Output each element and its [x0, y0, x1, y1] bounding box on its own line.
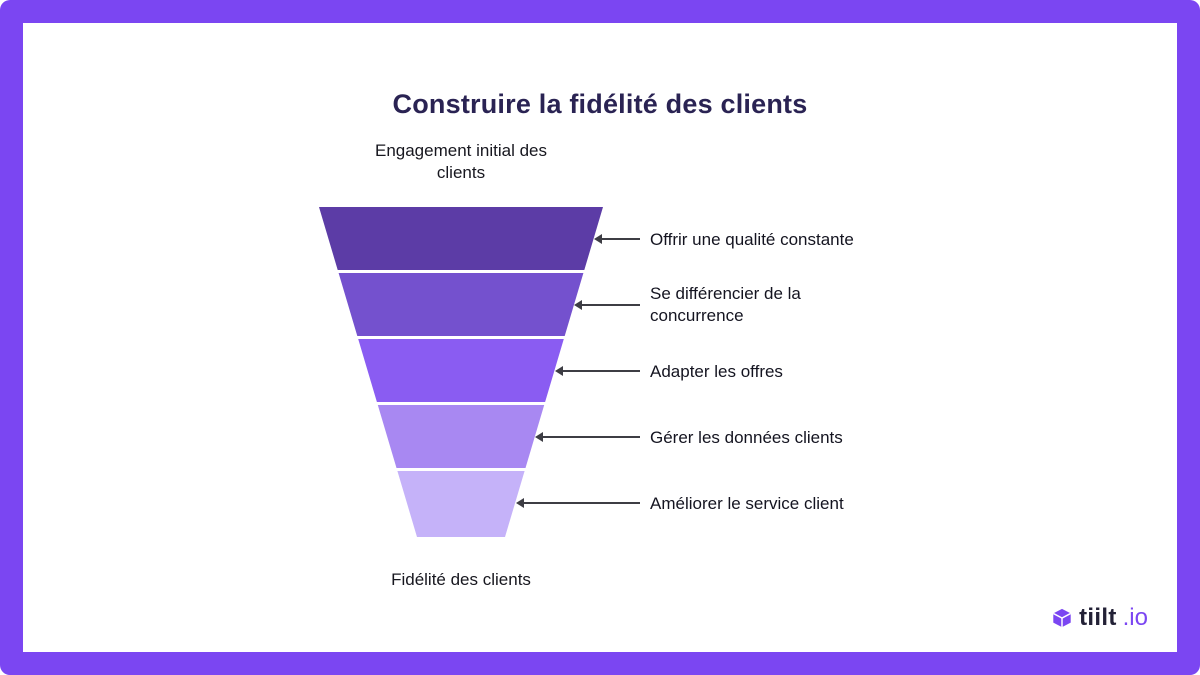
callout-label-5: Améliorer le service client — [650, 494, 844, 513]
funnel-segment-1 — [319, 207, 603, 270]
callout-label-3: Adapter les offres — [650, 362, 783, 381]
arrowhead-icon — [535, 432, 543, 442]
arrow-to-segment-5 — [516, 498, 640, 508]
callout-label-1: Offrir une qualité constante — [650, 230, 854, 249]
callout-label-2: Se différencier de la concurrence — [650, 284, 801, 325]
funnel-segment-5 — [397, 471, 525, 537]
funnel-segment-2 — [338, 273, 584, 336]
brand-suffix: .io — [1122, 604, 1148, 631]
arrow-to-segment-1 — [594, 234, 640, 244]
funnel-top-label: Engagement initial des clients — [374, 141, 547, 182]
callout-label-4: Gérer les données clients — [650, 428, 843, 447]
arrowhead-icon — [574, 300, 582, 310]
funnel-segment-4 — [377, 405, 545, 468]
funnel-segment-3 — [358, 339, 564, 402]
tiilt-logo-icon — [1053, 608, 1072, 628]
brand-name: tiilt — [1079, 604, 1117, 631]
funnel-bottom-label: Fidélité des clients — [391, 570, 531, 589]
arrow-to-segment-4 — [535, 432, 640, 442]
tiilt-branding: tiilt.io — [1051, 604, 1148, 632]
arrow-to-segment-2 — [574, 300, 640, 310]
arrowhead-icon — [516, 498, 524, 508]
arrow-to-segment-3 — [555, 366, 640, 376]
page-title: Construire la fidélité des clients — [392, 89, 808, 120]
funnel-diagram — [319, 207, 603, 537]
arrowhead-icon — [594, 234, 602, 244]
arrowhead-icon — [555, 366, 563, 376]
